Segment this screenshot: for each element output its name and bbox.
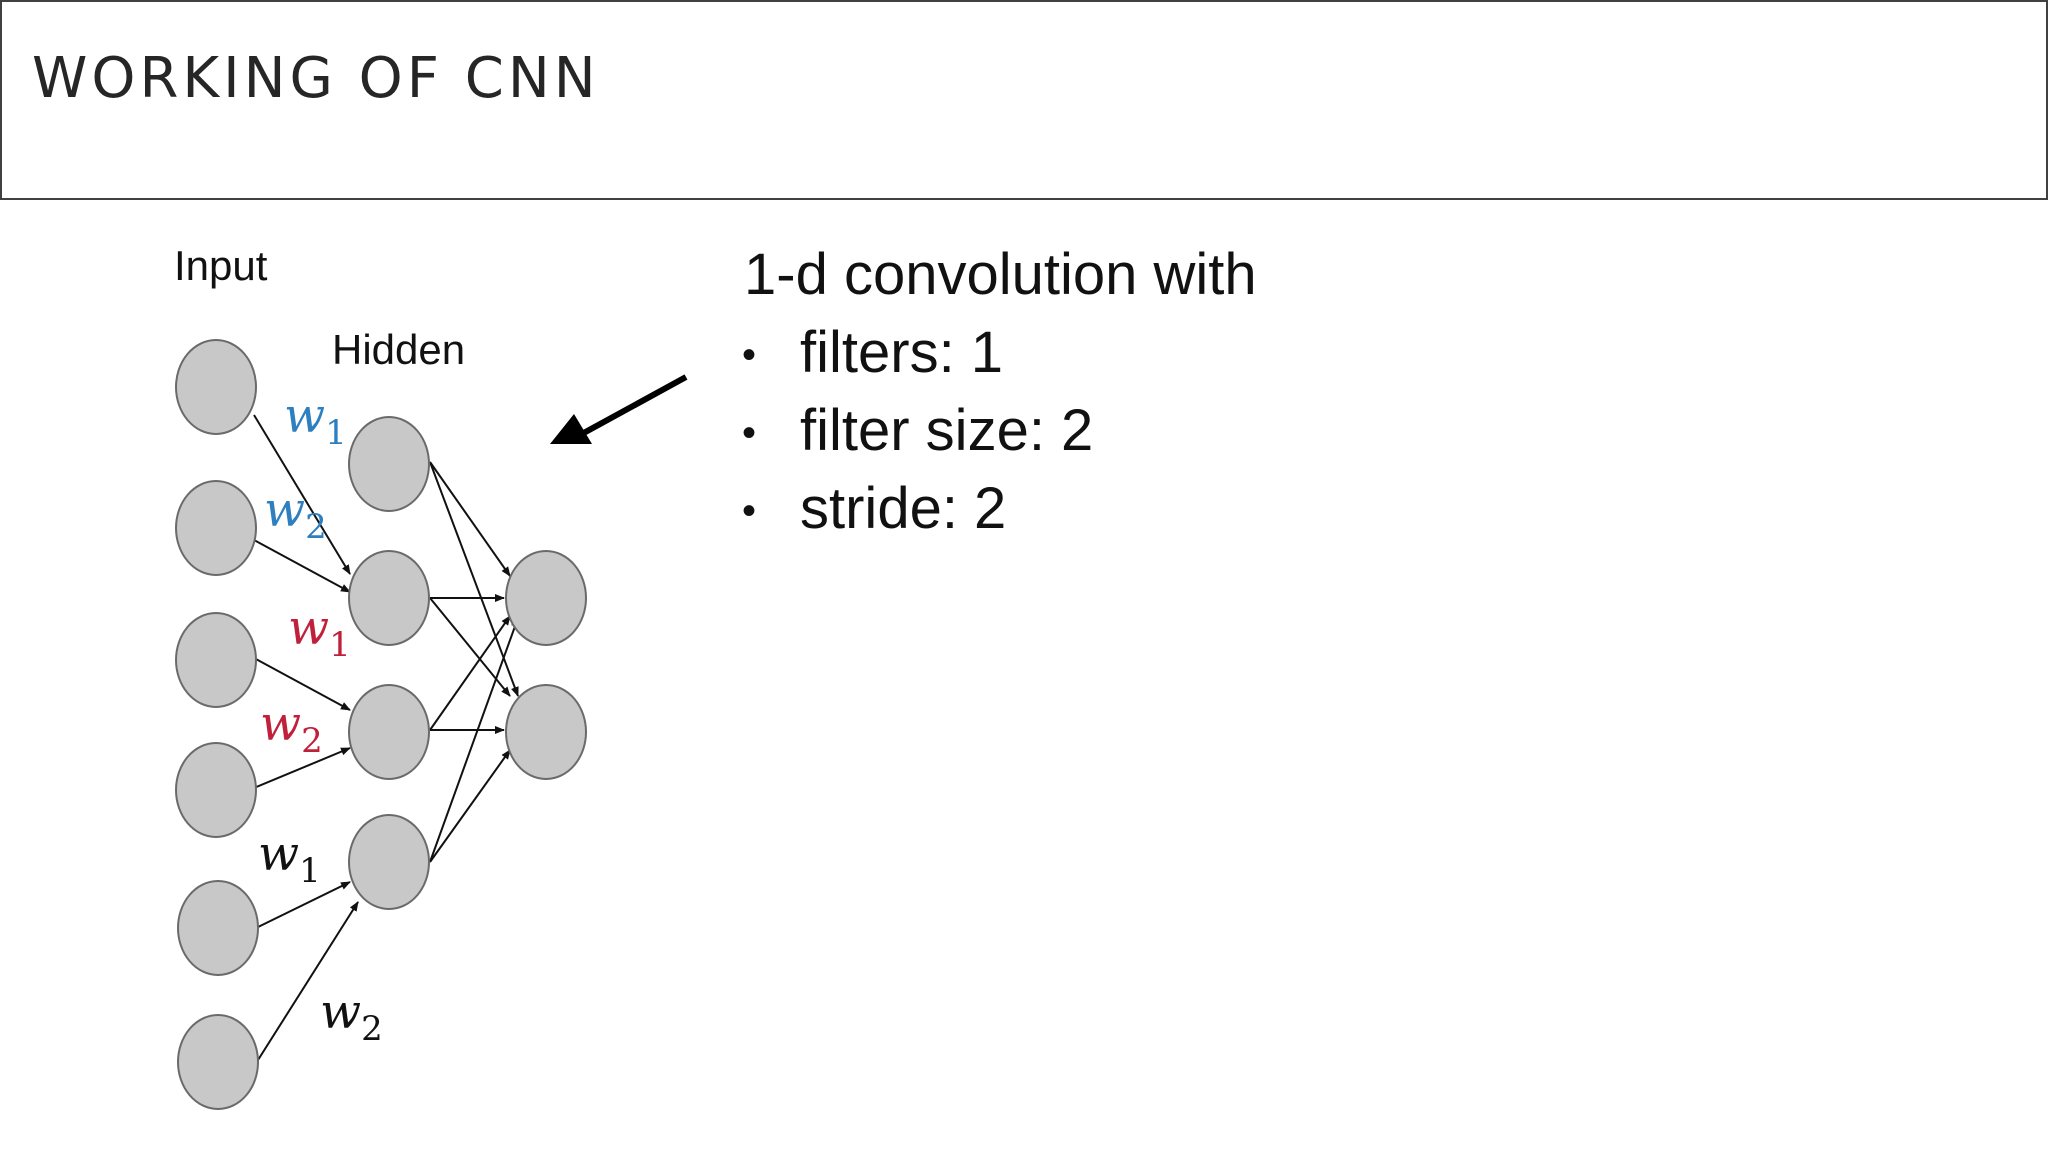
edge-input3-hidden3 xyxy=(253,657,351,711)
bullet-dot: • xyxy=(742,333,756,377)
edge-input5-hidden4 xyxy=(255,881,351,929)
edge-input1-hidden2 xyxy=(253,414,351,575)
hidden-node xyxy=(348,814,430,910)
edge-input2-hidden2 xyxy=(253,539,351,593)
weight-label: w1 xyxy=(258,826,321,891)
input-node xyxy=(175,339,257,435)
slide-title: WORKING OF CNN xyxy=(32,46,600,111)
bullet-filters: filters: 1 xyxy=(800,320,1003,385)
output-node xyxy=(505,550,587,646)
input-layer-label: Input xyxy=(174,242,268,289)
edge-input4-hidden3 xyxy=(253,747,351,789)
hidden-node xyxy=(348,684,430,780)
weight-label: w1 xyxy=(288,600,351,665)
input-node xyxy=(177,880,259,976)
edge-input6-hidden4 xyxy=(257,901,359,1061)
pointer-arrow xyxy=(578,374,688,438)
title-bar: WORKING OF CNN xyxy=(0,0,2048,200)
input-node xyxy=(175,742,257,838)
edge-hidden1-output2 xyxy=(429,461,519,697)
weight-label: w1 xyxy=(284,388,347,453)
bullet-dot: • xyxy=(742,489,756,533)
bullet-stride: stride: 2 xyxy=(800,476,1006,541)
output-node xyxy=(505,684,587,780)
hidden-node xyxy=(348,550,430,646)
edge-hidden3-output1 xyxy=(429,615,511,731)
input-node xyxy=(175,612,257,708)
edge-hidden4-output1 xyxy=(429,617,519,863)
input-node xyxy=(175,480,257,576)
weight-label: w2 xyxy=(260,696,323,761)
hidden-layer-label: Hidden xyxy=(332,326,465,373)
weight-label: w2 xyxy=(264,482,327,547)
input-node xyxy=(177,1014,259,1110)
bullet-dot: • xyxy=(742,411,756,455)
convolution-heading: 1-d convolution with xyxy=(744,242,1257,307)
edge-hidden4-output2 xyxy=(429,749,511,863)
bullet-filter-size: filter size: 2 xyxy=(800,398,1093,463)
edge-hidden2-output2 xyxy=(429,597,511,697)
weight-label: w2 xyxy=(320,984,383,1049)
hidden-node xyxy=(348,416,430,512)
cnn-diagram: Input Hidden w1 w2 w1 w2 w1 w2 xyxy=(174,242,1257,1110)
edge-hidden1-output1 xyxy=(429,461,511,577)
pointer-arrowhead xyxy=(550,414,592,444)
